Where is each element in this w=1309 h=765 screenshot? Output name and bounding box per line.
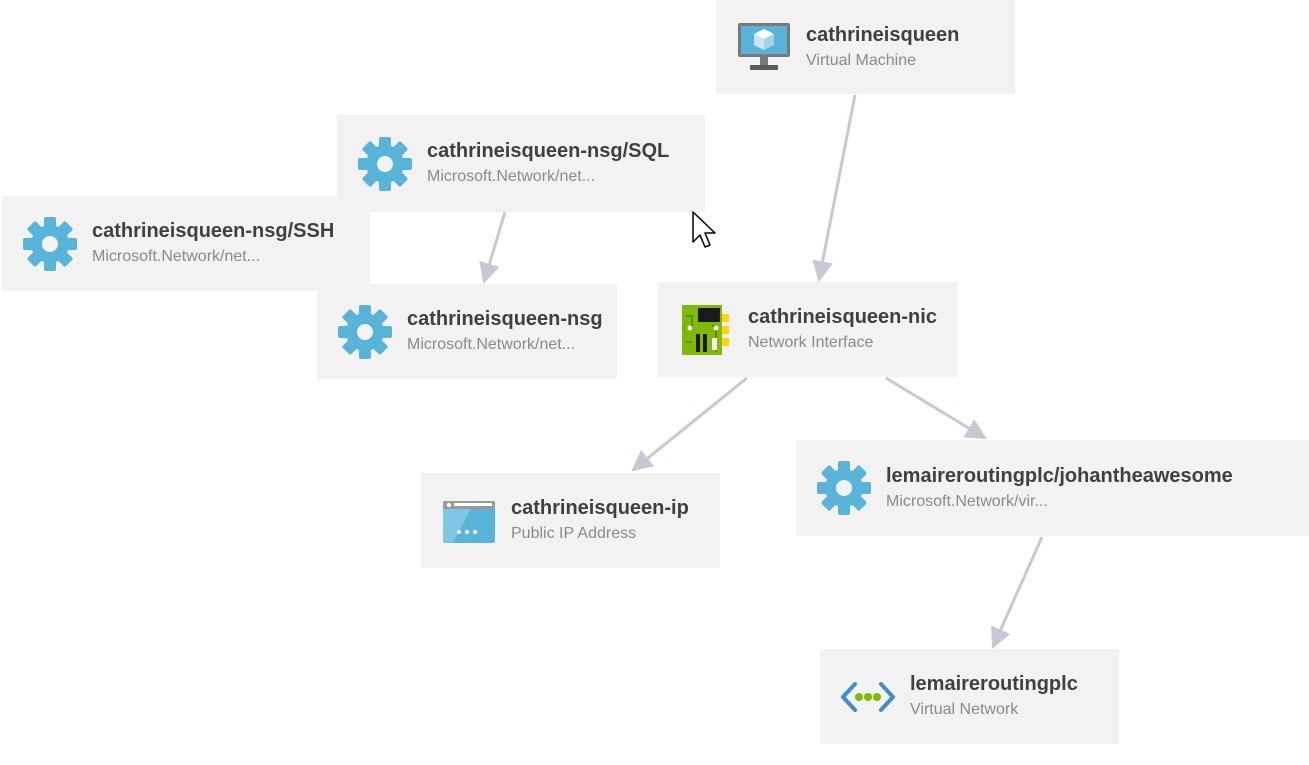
gear-icon [357, 136, 413, 192]
node-subtitle: Microsoft.Network/net... [427, 168, 596, 185]
node-title: lemaireroutingplc/johantheawesome [886, 464, 1233, 487]
node-nsg-sql[interactable]: cathrineisqueen-nsg/SQL Microsoft.Networ… [337, 115, 705, 212]
virtual-machine-icon [736, 19, 792, 75]
edge-subnet-to-vnet [991, 536, 1044, 649]
node-subtitle: Network Interface [748, 334, 874, 351]
node-vnet[interactable]: lemaireroutingplc Virtual Network [820, 649, 1119, 744]
virtual-network-icon [840, 669, 896, 725]
node-subtitle: Microsoft.Network/net... [92, 248, 261, 265]
node-title: cathrineisqueen-ip [511, 497, 689, 519]
gear-icon [816, 460, 872, 516]
node-vm[interactable]: cathrineisqueen Virtual Machine [716, 0, 1015, 94]
mouse-cursor-icon [692, 211, 716, 248]
public-ip-icon [441, 493, 497, 549]
node-subtitle: Virtual Network [910, 701, 1019, 718]
node-subnet[interactable]: lemaireroutingplc/johantheawesome Micros… [796, 440, 1309, 536]
gear-icon [22, 216, 78, 272]
node-title: cathrineisqueen [806, 23, 960, 46]
edge-vm-to-nic [812, 94, 857, 283]
edge-nic-to-ip [631, 376, 748, 472]
edge-nsg-sql-to-nsg [479, 211, 507, 285]
node-title: cathrineisqueen-nsg/SSH [92, 220, 335, 242]
node-public-ip[interactable]: cathrineisqueen-ip Public IP Address [421, 473, 720, 568]
node-nic[interactable]: cathrineisqueen-nic Network Interface [658, 282, 957, 377]
edge-nic-to-subnet [885, 376, 987, 440]
node-title: cathrineisqueen-nsg/SQL [427, 140, 670, 162]
node-nsg-ssh[interactable]: cathrineisqueen-nsg/SSH Microsoft.Networ… [2, 196, 370, 291]
node-subtitle: Microsoft.Network/net... [407, 336, 576, 353]
gear-icon [337, 304, 393, 360]
node-subtitle: Virtual Machine [806, 51, 916, 69]
node-subtitle: Public IP Address [511, 525, 637, 542]
node-title: cathrineisqueen-nic [748, 306, 937, 328]
node-title: cathrineisqueen-nsg [407, 308, 603, 330]
node-subtitle: Microsoft.Network/vir... [886, 492, 1048, 510]
network-interface-icon [678, 302, 734, 358]
node-title: lemaireroutingplc [910, 673, 1078, 695]
node-nsg[interactable]: cathrineisqueen-nsg Microsoft.Network/ne… [317, 284, 617, 379]
